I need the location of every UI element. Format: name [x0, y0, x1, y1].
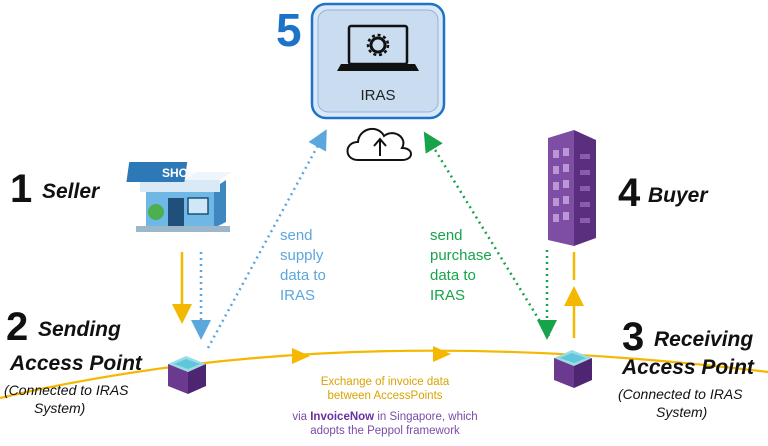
building-icon	[548, 130, 596, 246]
receiving-sub1: (Connected to IRAS	[618, 386, 743, 402]
buyer-label: Buyer	[648, 184, 709, 207]
network-arrow-2	[433, 346, 451, 362]
buyer-number: 4	[618, 171, 641, 215]
sending-line2: Access Point	[9, 352, 143, 375]
iras-number: 5	[276, 4, 302, 56]
via-line2: adopts the Peppol framework	[310, 425, 460, 437]
purchase-note-line: data to	[430, 267, 476, 284]
receiving-access-point-icon	[554, 350, 592, 388]
sending-line1: Sending	[38, 318, 121, 341]
receiving-line2: Access Point	[621, 356, 755, 379]
sending-number: 2	[6, 305, 28, 349]
purchase-data-note: send purchase data to IRAS	[430, 227, 492, 304]
via-prefix: via	[292, 411, 310, 423]
receiving-sub2: System)	[656, 404, 707, 420]
supply-data-arrow	[206, 129, 327, 349]
purchase-note-line: send	[430, 227, 463, 244]
purchase-note-line: IRAS	[430, 287, 465, 304]
network-curve	[0, 349, 768, 400]
iras-label: IRAS	[360, 87, 395, 104]
seller-label: Seller	[42, 180, 101, 203]
network-arrow-1	[292, 348, 310, 364]
purchase-note-line: purchase	[430, 247, 492, 264]
sending-access-point-icon	[168, 356, 206, 394]
supply-note-line: IRAS	[280, 287, 315, 304]
exchange-line2: between AccessPoints	[327, 390, 442, 402]
invoicenow-brand: InvoiceNow	[310, 411, 374, 423]
shop-sign: SHOP	[162, 166, 196, 180]
supply-data-note: send supply data to IRAS	[280, 227, 326, 304]
sending-sub2: System)	[34, 400, 85, 416]
shop-icon: SHOP	[126, 162, 232, 232]
laptop-gear-icon	[337, 24, 419, 71]
sending-sub1: (Connected to IRAS	[4, 382, 129, 398]
via-line1: via InvoiceNow in Singapore, which	[292, 411, 477, 423]
supply-note-line: send	[280, 227, 313, 244]
receiving-number: 3	[622, 315, 644, 359]
receiving-line1: Receiving	[654, 328, 753, 351]
exchange-line1: Exchange of invoice data	[321, 376, 450, 388]
seller-number: 1	[10, 167, 32, 211]
cloud-upload-icon	[346, 127, 412, 161]
supply-note-line: supply	[280, 247, 324, 264]
supply-note-line: data to	[280, 267, 326, 284]
via-suffix: in Singapore, which	[374, 411, 478, 423]
purchase-data-arrow	[423, 131, 551, 337]
